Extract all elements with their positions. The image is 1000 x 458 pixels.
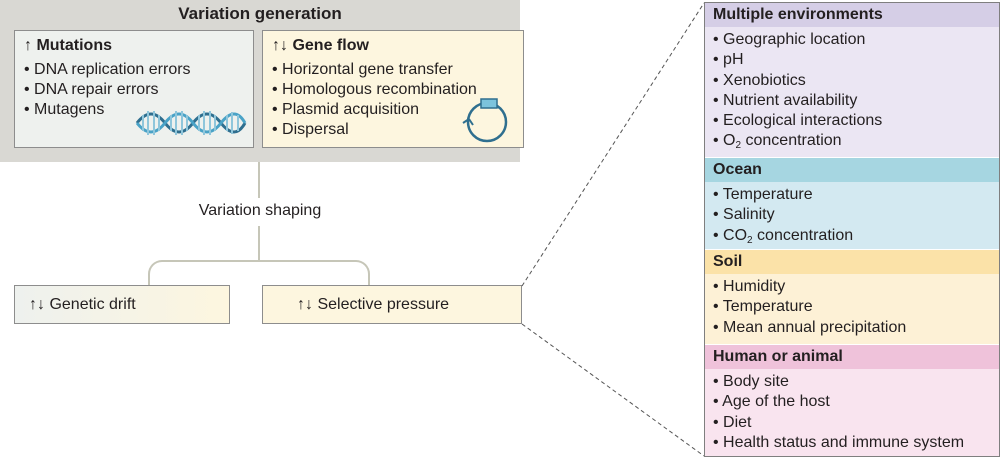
mutations-heading: ↑ Mutations: [24, 37, 112, 55]
gene-flow-arrows: ↑↓: [272, 37, 288, 54]
ocean-section: • Temperature • Salinity • CO2 concentra…: [705, 182, 999, 249]
list-item: • Salinity: [713, 206, 775, 224]
dna-helix-icon: [135, 111, 247, 135]
plasmid-icon: [462, 98, 508, 143]
list-item: • CO2 concentration: [713, 226, 854, 246]
gene-flow-list: • Horizontal gene transfer • Homologous …: [272, 60, 477, 140]
list-item: • DNA replication errors: [24, 61, 191, 78]
list-item: • Homologous recombination: [272, 81, 477, 98]
list-item: • Mutagens: [24, 101, 105, 118]
variation-shaping-label: Variation shaping: [198, 202, 322, 219]
human-animal-header: Human or animal: [705, 345, 999, 369]
list-item: • Health status and immune system: [713, 433, 965, 451]
connector-line: [258, 226, 260, 262]
connector-line: [258, 162, 260, 198]
environments-panel: Multiple environments • Geographic locat…: [704, 2, 1000, 457]
soil-section: • Humidity • Temperature • Mean annual p…: [705, 274, 999, 344]
soil-header: Soil: [705, 250, 999, 274]
ocean-header: Ocean: [705, 158, 999, 182]
variation-generation-title: Variation generation: [178, 4, 342, 23]
list-item: • Ecological interactions: [713, 112, 883, 130]
branch-connector: [148, 260, 370, 286]
mutations-arrow: ↑: [24, 37, 32, 54]
list-item: • Dispersal: [272, 121, 349, 138]
list-item: • Plasmid acquisition: [272, 101, 419, 118]
list-item: • Age of the host: [713, 393, 830, 411]
gene-flow-heading: ↑↓ Gene flow: [272, 37, 369, 55]
gene-flow-box: ↑↓ Gene flow • Horizontal gene transfer …: [262, 30, 524, 148]
human-animal-list: • Body site • Age of the host • Diet • H…: [713, 372, 964, 453]
selective-pressure-box: ↑↓ Selective pressure: [262, 285, 522, 324]
soil-list: • Humidity • Temperature • Mean annual p…: [713, 277, 906, 338]
mutations-list: • DNA replication errors • DNA repair er…: [24, 60, 191, 120]
human-animal-section: • Body site • Age of the host • Diet • H…: [705, 369, 999, 456]
gene-flow-label: Gene flow: [292, 37, 369, 54]
multiple-environments-list: • Geographic location • pH • Xenobiotics…: [713, 30, 882, 157]
list-item: • Xenobiotics: [713, 71, 806, 89]
list-item: • Temperature: [713, 298, 813, 316]
multiple-environments-section: • Geographic location • pH • Xenobiotics…: [705, 27, 999, 157]
list-item: • Geographic location: [713, 31, 866, 48]
mutations-box: ↑ Mutations • DNA replication errors • D…: [14, 30, 254, 148]
ocean-list: • Temperature • Salinity • CO2 concentra…: [713, 185, 853, 251]
list-item: • Horizontal gene transfer: [272, 61, 453, 78]
multiple-environments-header: Multiple environments: [705, 3, 999, 27]
list-item: • Nutrient availability: [713, 91, 858, 109]
list-item: • O2 concentration: [713, 132, 842, 152]
list-item: • DNA repair errors: [24, 81, 159, 98]
list-item: • Humidity: [713, 278, 786, 295]
list-item: • Body site: [713, 373, 789, 390]
list-item: • Diet: [713, 413, 752, 431]
genetic-drift-box: ↑↓ Genetic drift: [14, 285, 230, 324]
list-item: • Temperature: [713, 186, 813, 203]
list-item: • pH: [713, 51, 744, 69]
list-item: • Mean annual precipitation: [713, 318, 907, 336]
mutations-label: Mutations: [36, 37, 112, 54]
